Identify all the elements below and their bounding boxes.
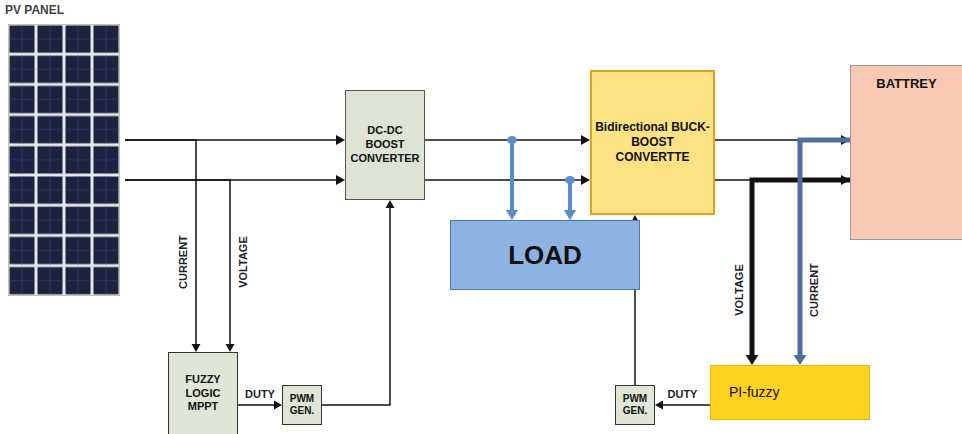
- connector: [125, 140, 200, 352]
- connector: [655, 401, 710, 410]
- connector: [238, 401, 282, 410]
- arrow-head: [274, 401, 282, 410]
- connector: [425, 175, 590, 185]
- load-box: LOAD: [450, 220, 640, 290]
- node-text: BATTREY: [876, 76, 936, 92]
- converter-box: DC-DC BOOST CONVERTER: [345, 90, 425, 200]
- node-text: LOAD: [508, 239, 582, 272]
- solar-panel-illustration: [8, 24, 120, 296]
- junction-dot: [565, 176, 575, 184]
- connector: [125, 180, 234, 352]
- arrow-head: [794, 355, 807, 365]
- controller-box: PI-fuzzy: [710, 365, 870, 420]
- arrow-head: [336, 135, 345, 145]
- connector-line: [125, 180, 230, 346]
- arrow-head: [655, 401, 663, 410]
- node-text: PWM GEN.: [285, 393, 319, 418]
- connector-line: [425, 139, 583, 141]
- arrow-head: [506, 210, 518, 220]
- node-text: PV PANEL: [5, 3, 64, 18]
- arrow-head: [746, 355, 759, 365]
- connector: [794, 140, 851, 365]
- signal-label: VOLTAGE: [237, 234, 249, 290]
- controller-box: FUZZY LOGIC MPPT: [168, 352, 238, 434]
- connector-line: [238, 404, 276, 406]
- connector: [564, 176, 576, 220]
- node-text: FUZZY LOGIC MPPT: [172, 373, 234, 414]
- pwm-box: PWM GEN.: [615, 385, 655, 425]
- signal-label: VOLTAGE: [733, 262, 745, 318]
- arrow-head: [581, 135, 590, 145]
- connector: [506, 136, 518, 220]
- node-text: PWM GEN.: [618, 393, 652, 418]
- battery-box: BATTREY: [850, 65, 962, 240]
- connector-line: [800, 140, 850, 357]
- signal-label: CURRENT: [808, 261, 820, 319]
- connector-line: [568, 180, 572, 212]
- connector-line: [322, 206, 390, 405]
- connector-line: [510, 140, 514, 212]
- signal-label: DUTY: [666, 388, 700, 400]
- arrow-head: [192, 344, 201, 352]
- signal-label: DUTY: [243, 388, 277, 400]
- junction-dot: [507, 136, 517, 144]
- connector-line: [425, 179, 583, 181]
- connector-line: [125, 140, 196, 346]
- node-text: DC-DC BOOST CONVERTER: [349, 124, 421, 165]
- pwm-box: PWM GEN.: [282, 385, 322, 425]
- solar-panel: PV PANEL: [5, 3, 125, 296]
- connector-line: [661, 404, 710, 406]
- node-text: Bidirectional BUCK- BOOST CONVERTTE: [595, 120, 710, 165]
- arrow-head: [564, 210, 576, 220]
- signal-label: CURRENT: [177, 233, 189, 291]
- converter-box: Bidirectional BUCK- BOOST CONVERTTE: [590, 70, 715, 215]
- connector: [425, 135, 590, 145]
- connector: [322, 200, 394, 405]
- node-text: PI-fuzzy: [729, 384, 780, 402]
- arrow-head: [386, 200, 395, 208]
- arrow-head: [581, 175, 590, 185]
- arrow-head: [336, 175, 345, 185]
- arrow-head: [226, 344, 235, 352]
